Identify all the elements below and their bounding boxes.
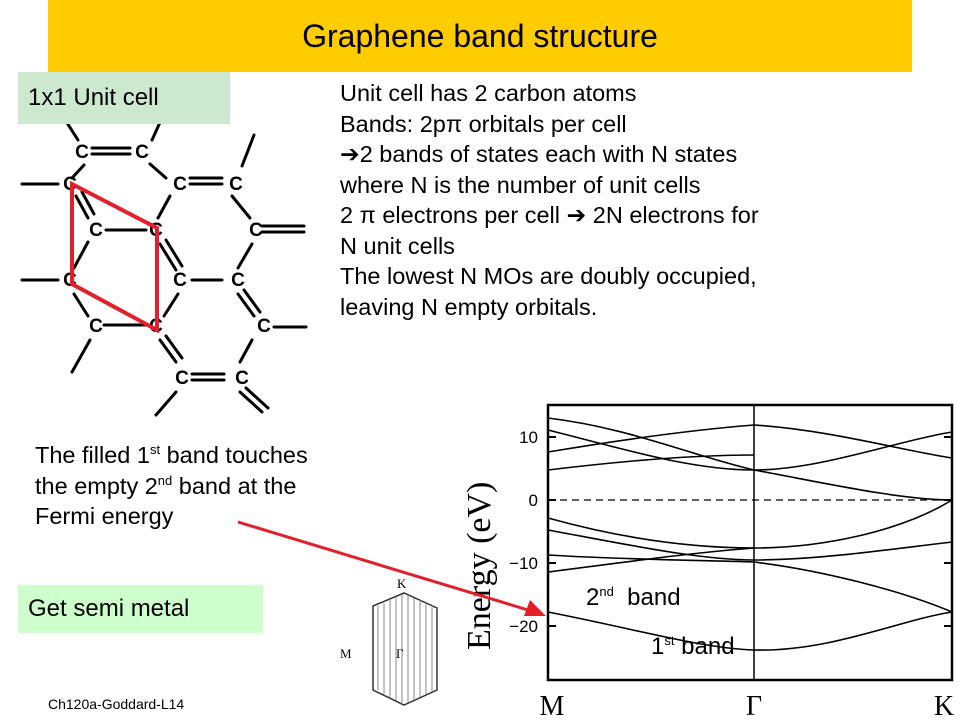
page-title: Graphene band structure	[302, 17, 658, 54]
bullet-line: Bands: 2pπ orbitals per cell	[340, 110, 627, 137]
carbon-atom: C	[235, 368, 249, 389]
bullet-line: where N is the number of unit cells	[340, 171, 701, 198]
bullet-line: The lowest N MOs are doubly occupied,	[340, 263, 757, 290]
y-tick-label: 0	[529, 491, 538, 510]
right-arrow-icon: ➔	[340, 141, 360, 168]
carbon-atom: C	[173, 270, 187, 291]
carbon-atom: C	[75, 142, 89, 163]
carbon-atom: C	[135, 142, 149, 163]
k-point-label: K	[397, 576, 407, 591]
band-2-label: 2nd band	[586, 584, 681, 611]
filled-band-note: The filled 1st band touches the empty 2n…	[35, 442, 308, 530]
unit-cell-outline	[70, 180, 159, 334]
band-1-label: 1st band	[651, 633, 735, 660]
unit-cell-description: Unit cell has 2 carbon atoms Bands: 2pπ …	[340, 78, 950, 322]
carbon-atom: C	[257, 316, 271, 337]
gamma-point-label: Γ	[396, 646, 404, 661]
carbon-atom: C	[249, 220, 263, 241]
footer-course-id: Ch120a-Goddard-L14	[48, 696, 185, 712]
y-tick-label: −10	[509, 554, 538, 573]
carbon-atom: C	[231, 270, 245, 291]
x-tick-label: K	[934, 691, 954, 720]
bullet-line: ➔2 bands of states each with N states	[340, 141, 738, 168]
right-arrow-icon: ➔	[566, 202, 587, 229]
carbon-atom: C	[89, 220, 103, 241]
bullet-line: leaving N empty orbitals.	[340, 293, 598, 320]
bullet-line: 2 π electrons per cell ➔ 2N electrons fo…	[340, 202, 759, 229]
x-tick-label: M	[540, 691, 565, 720]
band-structure-plot: 10 0 −10 −20 Energy (eV) M Γ K	[461, 403, 954, 720]
carbon-atom: C	[175, 368, 189, 389]
carbon-atom: C	[89, 316, 103, 337]
carbon-atom: C	[173, 174, 187, 195]
semi-metal-label: Get semi metal	[18, 585, 263, 633]
carbon-atom: C	[229, 174, 243, 195]
x-tick-label: Γ	[746, 691, 762, 720]
y-tick-label: 10	[519, 428, 538, 447]
m-point-label: M	[340, 646, 352, 661]
fermi-pointer-arrow	[237, 520, 546, 616]
y-axis-title: Energy (eV)	[461, 482, 498, 650]
bullet-line: N unit cells	[340, 232, 455, 259]
title-bar: Graphene band structure	[48, 0, 912, 72]
y-tick-label: −20	[509, 617, 538, 636]
unit-cell-label: 1x1 Unit cell	[18, 72, 230, 124]
bullet-line: Unit cell has 2 carbon atoms	[340, 80, 637, 106]
brillouin-zone: K M Γ	[340, 576, 438, 706]
